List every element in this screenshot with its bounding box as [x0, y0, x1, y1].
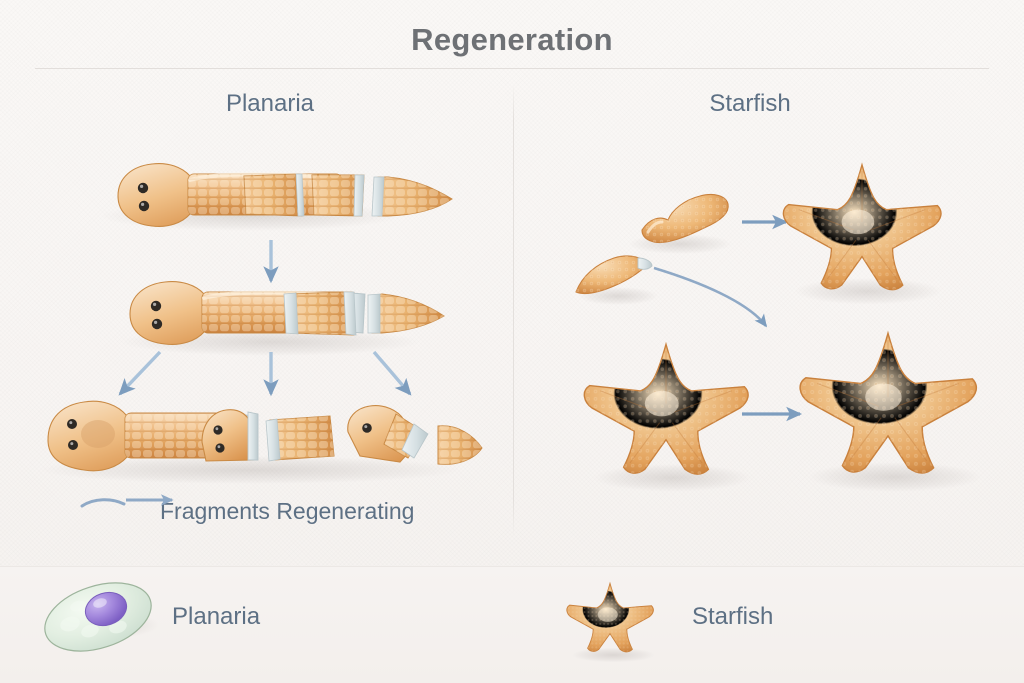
planaria-regen-group-a	[47, 400, 253, 472]
arrow-regen-curved	[653, 266, 768, 328]
planaria-fragment-tail-2	[367, 293, 445, 334]
starfish-whole-top	[782, 162, 942, 305]
planaria-eye	[137, 182, 149, 194]
planaria-fragment-mid-3	[283, 291, 357, 336]
panel-heading-planaria: Planaria	[225, 90, 315, 117]
starfish-whole-bottom-right	[799, 330, 982, 492]
planaria-regen-group-b	[201, 409, 335, 462]
planaria-fragment-tail	[371, 176, 453, 217]
footer-divider	[0, 566, 1024, 567]
starfish-fragment-arm	[575, 255, 658, 305]
starfish-legend-icon	[566, 581, 655, 663]
starfish-fragment-partial	[628, 193, 732, 254]
legend-item-starfish: Starfish	[560, 586, 773, 648]
starfish-whole-bottom-left	[583, 341, 751, 492]
planaria-row-separated	[120, 281, 445, 356]
legend-swatch-starfish	[560, 586, 670, 648]
arrow-diverge-left	[118, 350, 162, 396]
legend-swatch-planaria	[40, 586, 150, 648]
planaria-fragment-mid-1	[243, 173, 305, 217]
planaria-fragment-mid-2	[311, 174, 365, 217]
panel-heading-starfish: Starfish	[709, 90, 791, 117]
legend-label-planaria: Planaria	[172, 603, 261, 630]
planaria-row-intact	[100, 163, 453, 231]
planaria-regen-group-c	[347, 405, 483, 465]
legend-band	[0, 567, 1024, 683]
legend-label-starfish: Starfish	[692, 603, 774, 630]
planaria-cell-icon	[44, 582, 159, 652]
caption-fragments-regenerating: Fragments Regenerating	[160, 498, 415, 524]
title-divider	[35, 68, 989, 69]
page-title: Regeneration	[411, 22, 613, 57]
planaria-eye	[138, 200, 150, 212]
arrow-caption-curve	[80, 498, 126, 508]
panel-divider	[513, 84, 514, 536]
arrow-diverge-right	[372, 350, 412, 396]
planaria-row-regenerating	[40, 400, 483, 484]
legend-item-planaria: Planaria	[40, 586, 260, 648]
